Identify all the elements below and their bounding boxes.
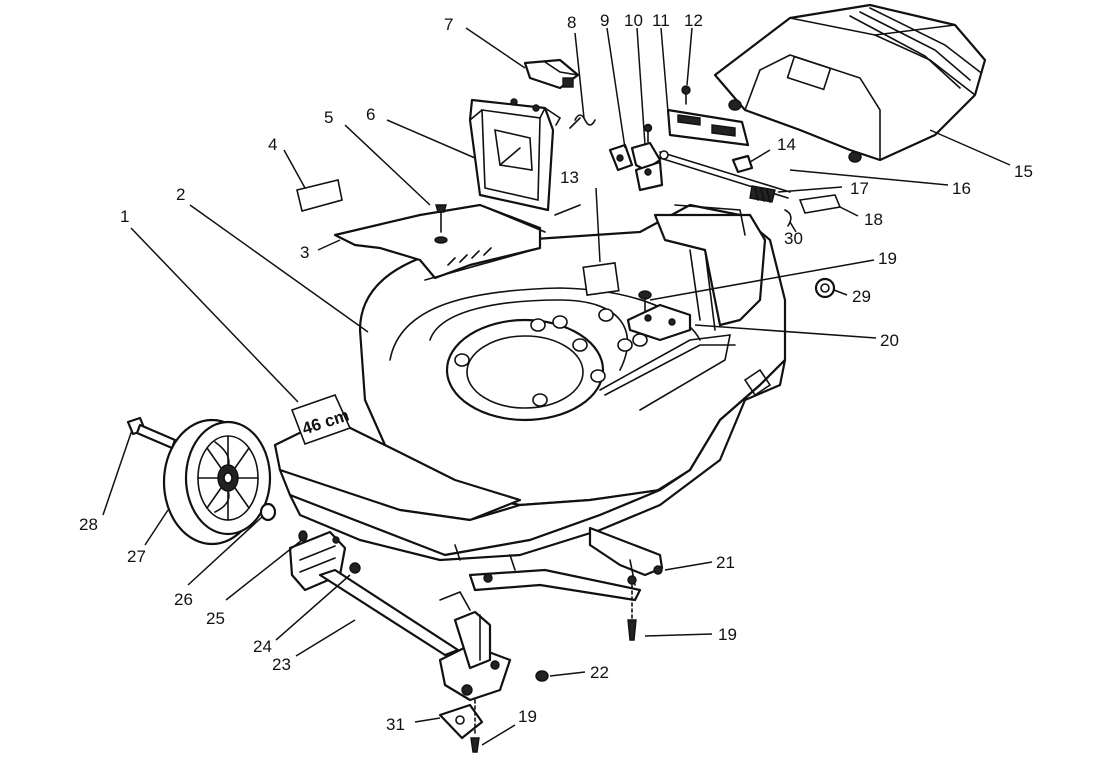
- callout-4: 4: [268, 135, 277, 154]
- nut: [535, 670, 549, 682]
- callout-26: 26: [174, 590, 193, 609]
- callout-20: 20: [880, 331, 899, 350]
- callout-28: 28: [79, 515, 98, 534]
- latch-handle: [523, 58, 580, 90]
- deck-label: [554, 204, 581, 216]
- callout-18: 18: [864, 210, 883, 229]
- callout-16: 16: [952, 179, 971, 198]
- screw-12b: [643, 123, 653, 143]
- callout-21: 21: [716, 553, 735, 572]
- callout-19-mid: 19: [718, 625, 737, 644]
- callout-27: 27: [127, 547, 146, 566]
- hinge-bracket-left: [608, 143, 634, 172]
- hinge-bracket-right: [630, 141, 664, 192]
- callout-25: 25: [206, 609, 225, 628]
- cover-plate: [798, 194, 842, 214]
- bolt-upper: [626, 290, 692, 342]
- callout-7: 7: [444, 15, 453, 34]
- callout-30: 30: [784, 229, 803, 248]
- callout-6: 6: [366, 105, 375, 124]
- callout-15: 15: [1014, 162, 1033, 181]
- callout-22: 22: [590, 663, 609, 682]
- wheel-bolt: [126, 416, 177, 450]
- adjuster-clip: [438, 703, 484, 740]
- washer: [298, 530, 308, 542]
- screw-top: [681, 85, 691, 105]
- callout-31: 31: [386, 715, 405, 734]
- screw-mid: [627, 584, 637, 641]
- retaining-ring: [784, 209, 792, 227]
- grommet: [814, 277, 836, 299]
- screw-lower: [470, 699, 480, 753]
- clip: [731, 154, 754, 174]
- callout-23: 23: [272, 655, 291, 674]
- rear-flap-frame: [468, 98, 562, 212]
- callout-8: 8: [567, 13, 576, 32]
- callout-19-lower: 19: [518, 707, 537, 726]
- wheel: [162, 418, 272, 546]
- grass-bag: [713, 3, 987, 163]
- rear-axle-bracket: [468, 526, 664, 602]
- screw-washer: [434, 204, 448, 244]
- callout-9: 9: [600, 11, 609, 30]
- callout-3: 3: [300, 243, 309, 262]
- bag-hook-plate: [666, 108, 750, 147]
- callout-24: 24: [253, 637, 272, 656]
- callout-1: 1: [120, 207, 129, 226]
- callout-19-upper: 19: [878, 249, 897, 268]
- height-adjuster-axle: [318, 568, 512, 702]
- callout-labels: 1 2 3 4 5 6 7 8 9 10 11 12 13 14 15 16 1…: [79, 11, 1033, 734]
- callout-5: 5: [324, 108, 333, 127]
- warning-label: [296, 179, 343, 212]
- callout-29: 29: [852, 287, 871, 306]
- callout-14: 14: [777, 135, 796, 154]
- callout-10: 10: [624, 11, 643, 30]
- torsion-spring: [569, 114, 596, 129]
- wheel-bushing: [259, 502, 277, 522]
- hinge-spring: [749, 185, 776, 203]
- callout-17: 17: [850, 179, 869, 198]
- callout-13: 13: [560, 168, 579, 187]
- callout-2: 2: [176, 185, 185, 204]
- leader-lines: [102, 27, 1011, 746]
- callout-12: 12: [684, 11, 703, 30]
- callout-11: 11: [652, 11, 670, 30]
- mower-deck: [273, 203, 787, 571]
